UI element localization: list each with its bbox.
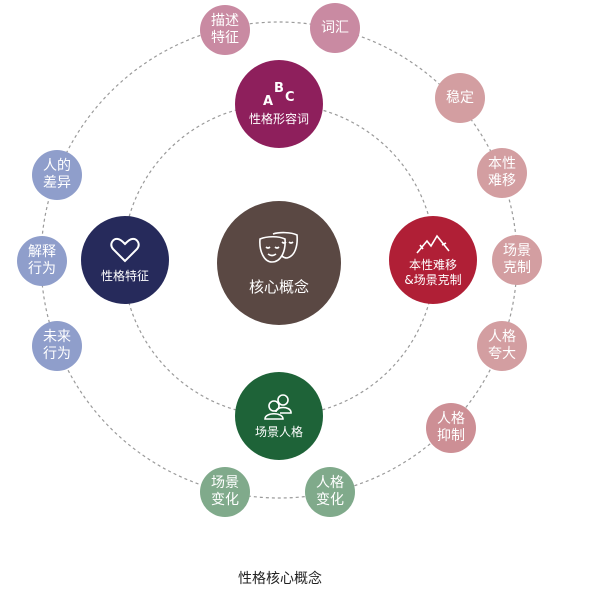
center-node-core-concept[interactable]: 核心概念 [217, 201, 341, 325]
inner-node-nature-and-scene[interactable]: 本性难移 &场景克制 [389, 216, 477, 304]
node-label: 人的差异 [43, 158, 71, 191]
inner-node-scene-personality[interactable]: 场景人格 [235, 372, 323, 460]
node-label: 场景人格 [254, 424, 303, 439]
node-label-line1: 本性难移 [408, 257, 457, 272]
node-label: 性格特征 [100, 268, 149, 283]
outer-node-scene-change[interactable]: 场景变化 [200, 467, 250, 517]
node-label-line2: &场景克制 [404, 272, 462, 287]
node-label: 人格抑制 [437, 411, 465, 444]
people-icon [262, 393, 296, 421]
inner-node-personality-adjectives[interactable]: A B C 性格形容词 [235, 60, 323, 148]
node-label: 词汇 [321, 19, 349, 36]
node-label: 性格形容词 [248, 112, 309, 126]
outer-node-individual-differences[interactable]: 人的差异 [32, 150, 82, 200]
abc-letters-icon: A B C [259, 81, 299, 109]
node-label: 人格变化 [316, 475, 344, 508]
node-label: 本性难移 [488, 156, 516, 189]
node-label: 解释行为 [28, 244, 56, 277]
node-label: 未来行为 [43, 329, 71, 362]
inner-node-personality-traits[interactable]: 性格特征 [81, 216, 169, 304]
outer-node-vocabulary[interactable]: 词汇 [310, 3, 360, 53]
outer-node-future-behavior[interactable]: 未来行为 [32, 321, 82, 371]
outer-node-describe-traits[interactable]: 描述特征 [200, 5, 250, 55]
icon-letter-a: A [263, 94, 274, 109]
heart-icon [110, 237, 140, 263]
outer-node-stable[interactable]: 稳定 [435, 73, 485, 123]
diagram-caption: 性格核心概念 [238, 571, 322, 587]
outer-node-scene-restraint[interactable]: 场景克制 [492, 235, 542, 285]
icon-letter-c: C [285, 90, 295, 105]
node-label: 场景变化 [211, 475, 239, 508]
outer-node-personality-exaggeration[interactable]: 人格夸大 [477, 321, 527, 371]
node-label: 描述特征 [211, 13, 239, 46]
node-label: 人格夸大 [488, 329, 516, 362]
icon-letter-b: B [274, 81, 284, 96]
node-label: 稳定 [446, 89, 474, 106]
theater-masks-icon [257, 230, 301, 266]
outer-node-personality-suppression[interactable]: 人格抑制 [426, 403, 476, 453]
outer-node-personality-change[interactable]: 人格变化 [305, 467, 355, 517]
mountain-icon [415, 233, 451, 255]
node-label: 核心概念 [248, 277, 309, 296]
node-label: 场景克制 [503, 243, 531, 276]
outer-node-nature-hard-to-change[interactable]: 本性难移 [477, 148, 527, 198]
outer-node-explain-behavior[interactable]: 解释行为 [17, 236, 67, 286]
